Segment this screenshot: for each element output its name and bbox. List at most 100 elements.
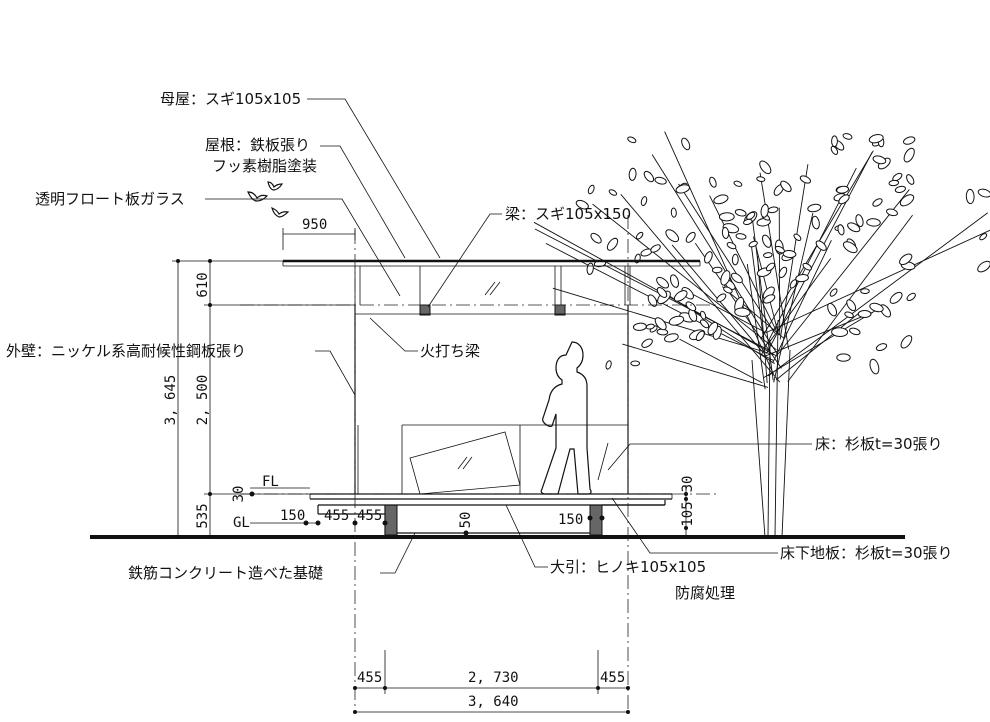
dimension-lines	[172, 228, 688, 714]
dim-roof-depth: 610	[195, 272, 211, 297]
tree-leaf	[650, 244, 661, 253]
tree-branch	[781, 349, 791, 538]
tree-leaf	[900, 335, 913, 349]
tree-leaf	[743, 218, 753, 225]
label-wall: 外壁：ニッケル系高耐候性鋼板張り	[6, 342, 246, 360]
tree-leaf	[763, 294, 776, 304]
tree-branch	[620, 194, 781, 383]
tree-leaf	[774, 245, 785, 254]
tree-leaf	[831, 135, 838, 148]
tree-leaf	[886, 208, 898, 217]
dim-span-left: 455	[357, 670, 382, 686]
label-gl: GL	[233, 515, 250, 531]
tree-leaf	[734, 209, 747, 217]
tree-leaf	[748, 240, 758, 248]
tree-leaf	[746, 211, 756, 220]
tree-leaf	[847, 222, 861, 233]
tree-leaf	[630, 360, 641, 367]
tree-leaf	[888, 179, 900, 187]
tree-leaf	[726, 241, 737, 250]
tree-leaf	[640, 196, 648, 207]
tree-leaf	[977, 188, 990, 198]
tree-branch	[765, 229, 990, 334]
tree-leaf	[780, 180, 792, 193]
tree-leaf	[767, 206, 779, 214]
tree-leaf	[802, 262, 812, 271]
dim-span-total: 3, 640	[468, 694, 519, 710]
tree-leaf	[654, 176, 667, 185]
tree-leaf	[695, 330, 705, 342]
tree-leaf	[811, 215, 820, 230]
tree-branch	[752, 236, 780, 336]
beam-section-right	[554, 304, 566, 316]
tree-leaf	[903, 136, 916, 145]
tree-leaf	[731, 253, 739, 266]
label-purlin: 母屋：スギ105x105	[160, 90, 301, 108]
tree-branch	[746, 263, 766, 390]
tree-branch	[773, 212, 814, 383]
tree-leaf	[899, 253, 913, 266]
tree-leaf	[713, 194, 729, 205]
tree-branch	[757, 256, 768, 384]
tree-leaf	[793, 233, 802, 241]
tree-leaf	[733, 180, 743, 187]
tree-branch	[767, 212, 989, 377]
tree-leaf	[807, 203, 822, 213]
dim-total-height: 3, 645	[163, 375, 179, 426]
tree-leaf	[716, 293, 727, 303]
tree-leaf	[700, 319, 710, 329]
dim-wall-height: 2, 500	[195, 375, 211, 426]
tree-leaf	[842, 241, 858, 254]
tree-leaf	[723, 286, 733, 294]
tree-leaf	[830, 145, 839, 155]
tree-leaf	[587, 184, 595, 195]
center-lines	[240, 215, 720, 712]
tree-leaf	[735, 233, 747, 240]
tree-leaf	[795, 274, 809, 283]
dim-eave: 950	[302, 217, 327, 233]
tree-branch	[592, 203, 777, 351]
label-roof-2: フッ素樹脂塗装	[212, 157, 317, 175]
dim-150-right: 150	[558, 512, 583, 528]
tree-leaf	[903, 147, 915, 163]
tree-leaf	[590, 232, 602, 244]
tree-leaf	[675, 184, 691, 194]
tree-branch	[679, 338, 763, 384]
tree-leaf	[906, 174, 915, 185]
tree-leaf	[668, 315, 685, 326]
tree-leaf	[829, 288, 838, 297]
building-frame	[282, 259, 701, 495]
tree-leaf	[875, 343, 888, 352]
tree-leaf	[673, 290, 688, 302]
tree-leaf	[869, 358, 880, 375]
tree-leaf	[606, 237, 619, 251]
tree-leaf	[844, 311, 854, 319]
tree-leaf	[608, 189, 618, 196]
tree-leaf	[855, 214, 864, 228]
tree-leaf	[889, 291, 903, 304]
tree-leaf	[763, 252, 773, 259]
tree-leaf	[756, 176, 766, 182]
tree-branch	[759, 172, 790, 350]
tree-leaf	[849, 327, 861, 336]
tree-branch	[722, 286, 785, 339]
tree-leaf	[761, 234, 772, 248]
tree-leaf	[632, 322, 647, 331]
tree-leaf	[721, 226, 730, 239]
tree-leaf	[711, 266, 723, 274]
tree-leaf	[645, 323, 655, 330]
tree-leaf	[709, 176, 717, 188]
tree-leaf	[635, 231, 644, 240]
tree-leaf	[836, 185, 850, 194]
tree-branch	[775, 311, 862, 381]
tree-leaf	[827, 302, 838, 317]
tree-leaf	[656, 276, 670, 289]
tree-leaf	[605, 360, 612, 370]
label-subfloor: 床下地板：杉板t=30張り	[780, 544, 953, 562]
tree-leaf	[837, 224, 845, 236]
callout-labels: 母屋：スギ105x105 屋根：鉄板張り フッ素樹脂塗装 透明フロート板ガラス …	[6, 90, 953, 602]
tree-leaf	[868, 134, 884, 144]
tree-leaf	[836, 353, 851, 362]
tree-branch	[664, 131, 774, 375]
